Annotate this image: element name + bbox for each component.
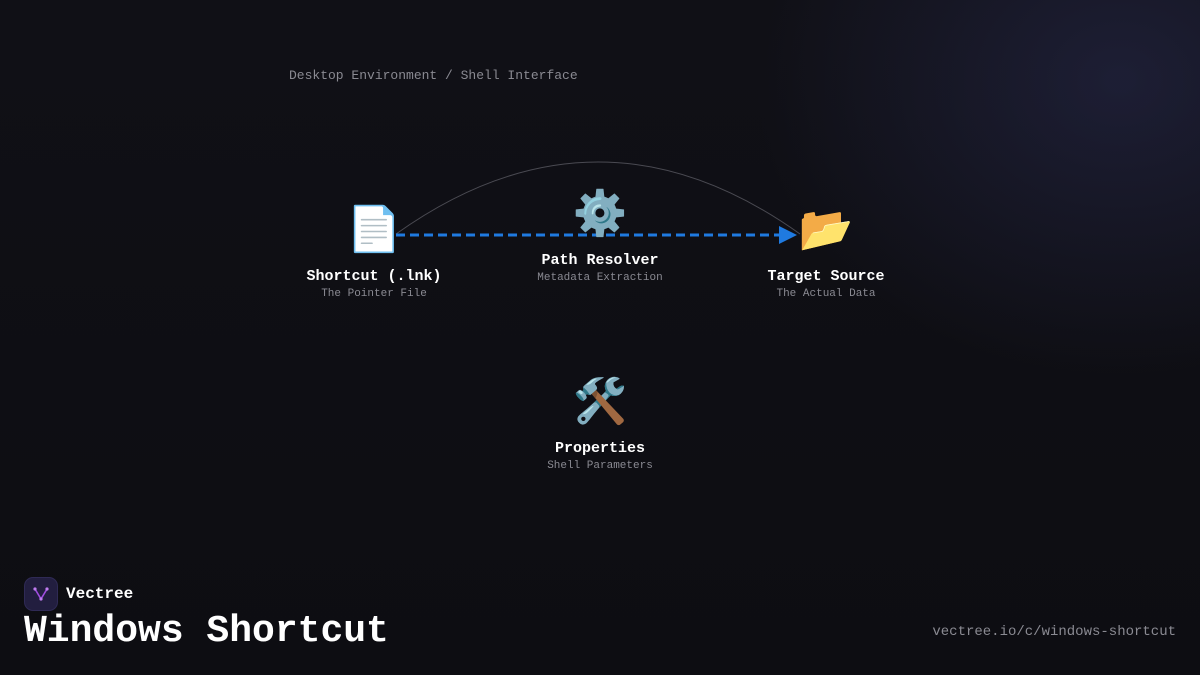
node-path-resolver[interactable]: ⚙️ Path Resolver Metadata Extraction: [500, 188, 700, 284]
page-title: Windows Shortcut: [24, 610, 389, 653]
brand[interactable]: Vectree: [24, 577, 133, 611]
node-properties[interactable]: 🛠️ Properties Shell Parameters: [500, 376, 700, 472]
gear-icon: ⚙️: [572, 188, 628, 239]
node-shortcut-subtitle: The Pointer File: [321, 288, 427, 300]
node-path-resolver-subtitle: Metadata Extraction: [537, 272, 663, 284]
node-target-source-title: Target Source: [767, 268, 885, 285]
node-properties-title: Properties: [554, 440, 645, 457]
arc-connector: [395, 161, 801, 235]
vectree-logo-icon: [24, 577, 58, 611]
node-target-source[interactable]: 📂 Target Source The Actual Data: [726, 204, 926, 300]
node-target-source-subtitle: The Actual Data: [776, 288, 876, 300]
node-shortcut[interactable]: 📄 Shortcut (.lnk) The Pointer File: [274, 204, 474, 300]
open-folder-icon: 📂: [798, 204, 854, 255]
brand-name: Vectree: [66, 585, 134, 603]
arrowhead: [779, 226, 797, 244]
shortcut-file-icon: 📄: [346, 204, 402, 255]
node-properties-subtitle: Shell Parameters: [547, 460, 653, 472]
node-path-resolver-title: Path Resolver: [541, 252, 659, 269]
context-label: Desktop Environment / Shell Interface: [289, 68, 578, 83]
page-url[interactable]: vectree.io/c/windows-shortcut: [932, 624, 1176, 640]
tools-icon: 🛠️: [572, 376, 628, 427]
node-shortcut-title: Shortcut (.lnk): [306, 268, 442, 285]
